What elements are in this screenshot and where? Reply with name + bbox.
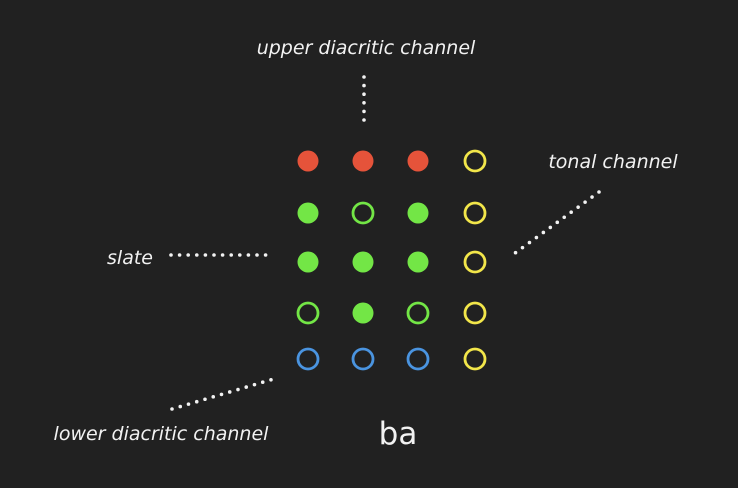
upper-dot-r1-c1-filled: [297, 150, 319, 172]
leader-lines: [169, 75, 601, 411]
tonal-channel-label: tonal channel: [548, 151, 678, 173]
upper-dot-r1-c3-filled: [407, 150, 429, 172]
slate-dot-r4-c3-hollow: [406, 301, 430, 325]
slate-dot-r3-c1-filled: [297, 251, 319, 273]
tonal-dot-r2-hollow: [463, 201, 487, 225]
lower-dot-r5-c1-hollow: [296, 347, 320, 371]
lower-diacritic-channel-label: lower diacritic channel: [54, 423, 270, 445]
syllable-caption: ba: [379, 416, 418, 452]
upper-diacritic-channel-label: upper diacritic channel: [257, 37, 476, 59]
lower-leader-line: [170, 376, 279, 411]
slate-dot-r2-c2-hollow: [351, 201, 375, 225]
tonal-leader-line: [509, 190, 601, 258]
slate-dot-r4-c1-hollow: [296, 301, 320, 325]
lower-dot-r5-c2-hollow: [351, 347, 375, 371]
slate-dot-r2-c1-filled: [297, 202, 319, 224]
slate-dot-r3-c3-filled: [407, 251, 429, 273]
slate-dot-r2-c3-filled: [407, 202, 429, 224]
dot-grid: [296, 149, 487, 371]
tonal-dot-r1-hollow: [463, 149, 487, 173]
slate-dot-r4-c2-filled: [352, 302, 374, 324]
tonal-dot-r4-hollow: [463, 301, 487, 325]
lower-dot-r5-c3-hollow: [406, 347, 430, 371]
slate-label: slate: [107, 247, 153, 269]
slate-dot-r3-c2-filled: [352, 251, 374, 273]
tonal-dot-r5-hollow: [463, 347, 487, 371]
upper-dot-r1-c2-filled: [352, 150, 374, 172]
tonal-dot-r3-hollow: [463, 250, 487, 274]
